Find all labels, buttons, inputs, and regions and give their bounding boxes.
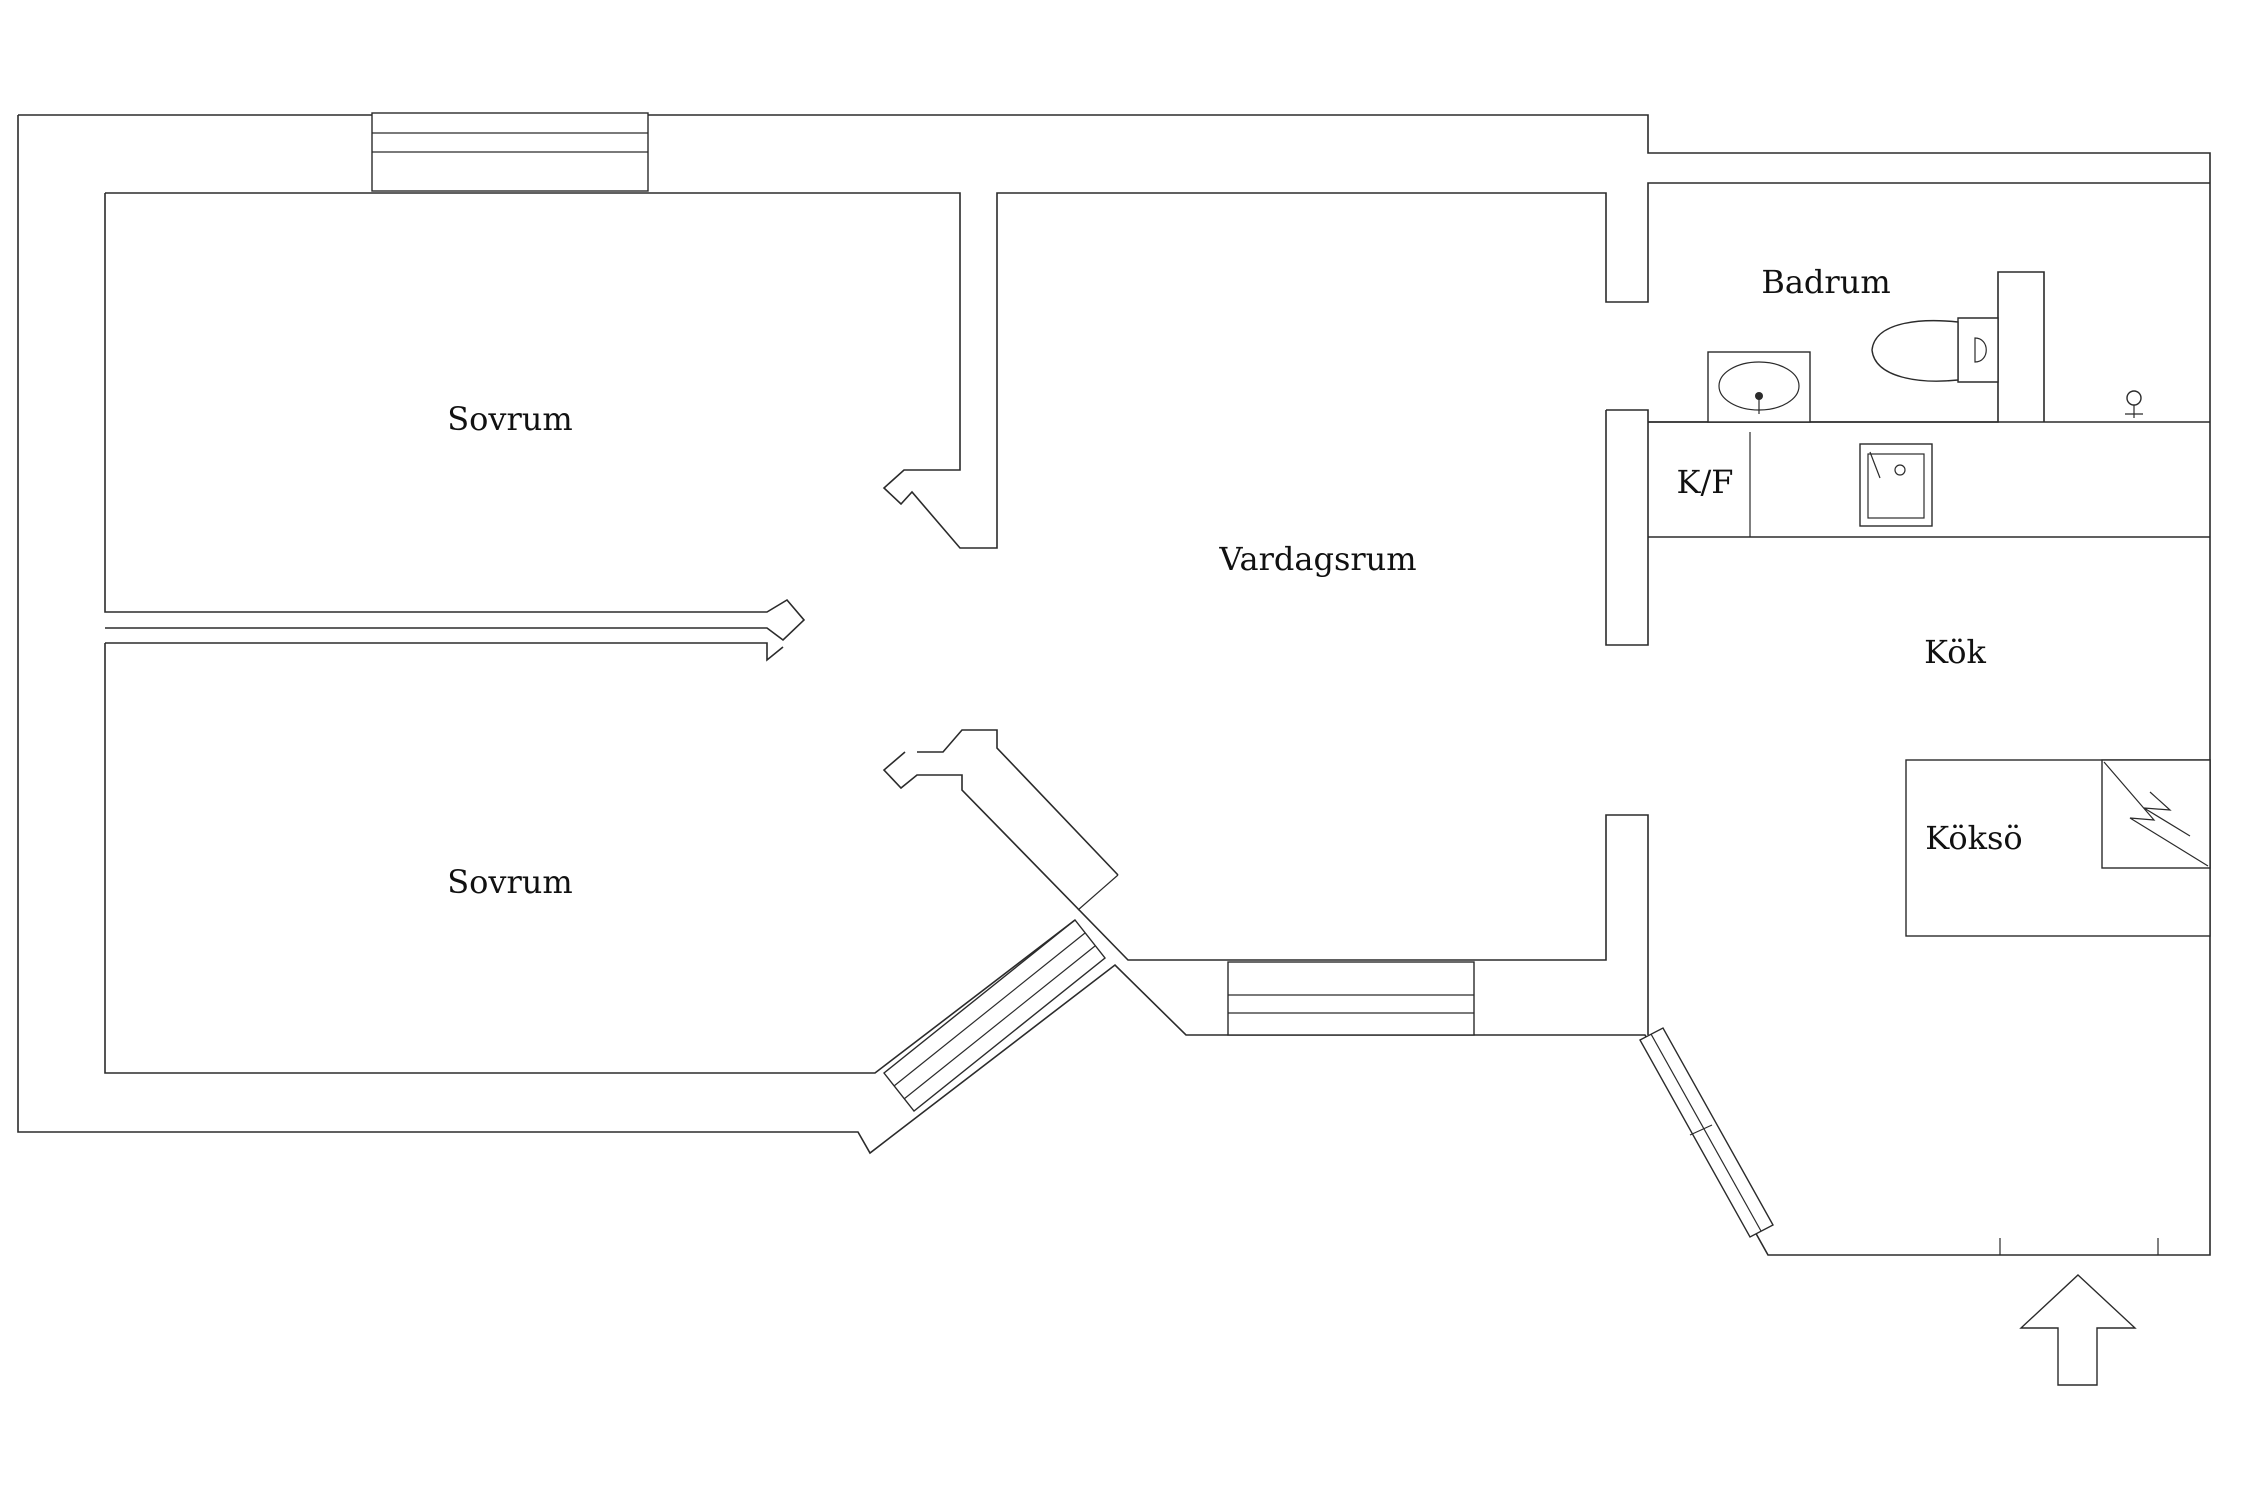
room-label-kitchen-island: Köksö <box>1925 819 2023 857</box>
room-label-fridge-freezer: K/F <box>1676 463 1734 501</box>
shower-tap-icon <box>2125 390 2143 418</box>
window-top-bedroom <box>371 112 649 192</box>
room-bedroom-bottom <box>104 642 1649 1074</box>
kitchen-sink-icon <box>1859 443 1933 527</box>
window-kitchen <box>1639 1027 1774 1238</box>
outer-walls <box>17 114 2211 1256</box>
room-label-kitchen: Kök <box>1924 633 1986 671</box>
room-label-living-room: Vardagsrum <box>1219 540 1417 578</box>
room-label-bedroom-top: Sovrum <box>447 400 573 438</box>
window-bottom-bedroom <box>883 919 1106 1112</box>
room-label-bedroom-bottom: Sovrum <box>447 863 573 901</box>
kitchen-island <box>1905 759 2211 937</box>
entrance-arrow-icon <box>1999 1238 2159 1386</box>
window-living-room <box>1227 961 1475 1036</box>
room-label-bathroom: Badrum <box>1761 263 1891 301</box>
room-bedroom-top <box>104 182 2210 642</box>
toilet-icon <box>1871 317 1999 383</box>
washbasin-icon <box>1707 351 1811 423</box>
